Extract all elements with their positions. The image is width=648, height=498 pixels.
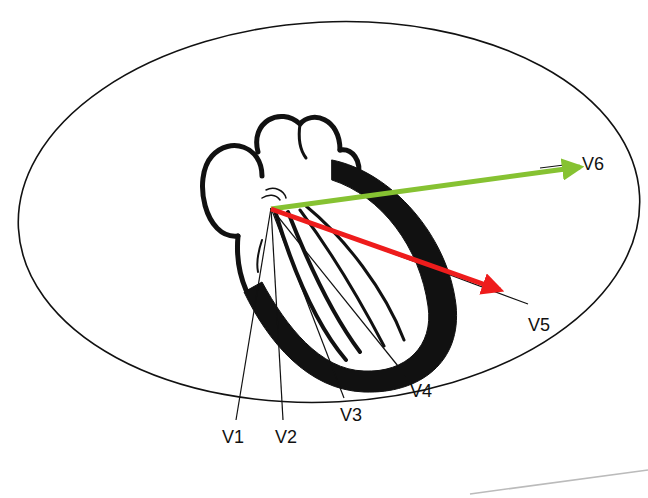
chest-outline	[8, 6, 648, 418]
lead-label: V2	[275, 428, 297, 446]
v6-vector	[271, 167, 580, 209]
lead-label: V6	[582, 155, 604, 173]
lead-label: V4	[410, 382, 432, 400]
lead-label: V3	[340, 406, 362, 424]
lead-lines	[236, 164, 572, 420]
v5-vector	[271, 209, 500, 290]
lead-label: V1	[222, 428, 244, 446]
heart-drawing	[203, 116, 457, 392]
scan-edge	[470, 470, 648, 494]
lead-label: V5	[528, 316, 550, 334]
